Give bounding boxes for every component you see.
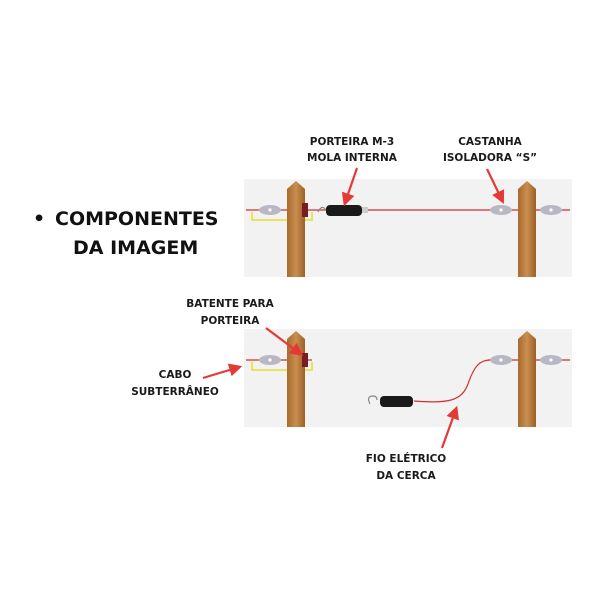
wooden-post: [518, 331, 536, 427]
heading-line2: DA IMAGEM: [73, 237, 198, 259]
underground-cable: [251, 362, 313, 371]
heading-line1: COMPONENTES: [55, 208, 219, 230]
arrow-icon: [341, 167, 359, 207]
insulator: [540, 205, 562, 215]
arrow-icon: [265, 327, 304, 356]
insulator: [259, 205, 281, 215]
panel-open-gate: [244, 329, 572, 427]
label-batente-1: BATENTE PARA: [186, 298, 274, 310]
label-castanha-1: CASTANHA: [458, 136, 522, 148]
label-fio-2: DA CERCA: [376, 470, 436, 482]
s-insulator: [490, 205, 512, 215]
arrow-icon: [486, 168, 505, 204]
label-batente-2: PORTEIRA: [201, 315, 261, 327]
gate-handle: [326, 205, 362, 216]
insulator: [540, 355, 562, 365]
label-cabo-2: SUBTERRÂNEO: [131, 385, 219, 398]
arrow-icon: [440, 405, 459, 449]
label-castanha-2: ISOLADORA “S”: [443, 152, 537, 164]
fence-wire: [413, 359, 491, 403]
gate-stop: [302, 203, 308, 217]
hook-icon: [367, 395, 378, 405]
hook-icon: [317, 206, 327, 213]
label-cabo-1: CABO: [159, 369, 192, 381]
panel-closed-gate: [244, 179, 572, 277]
insulator: [259, 355, 281, 365]
underground-cable: [251, 212, 313, 221]
label-porteira-2: MOLA INTERNA: [307, 152, 398, 164]
arrow-icon: [202, 363, 243, 380]
label-fio-1: FIO ELÉTRICO: [366, 452, 447, 465]
wooden-post: [287, 181, 305, 277]
gate-handle: [380, 396, 413, 407]
label-porteira-1: PORTEIRA M-3: [310, 136, 394, 148]
s-insulator: [490, 355, 512, 365]
wooden-post: [518, 181, 536, 277]
heading-bullet: •: [33, 208, 45, 230]
gate-stop: [302, 353, 308, 367]
